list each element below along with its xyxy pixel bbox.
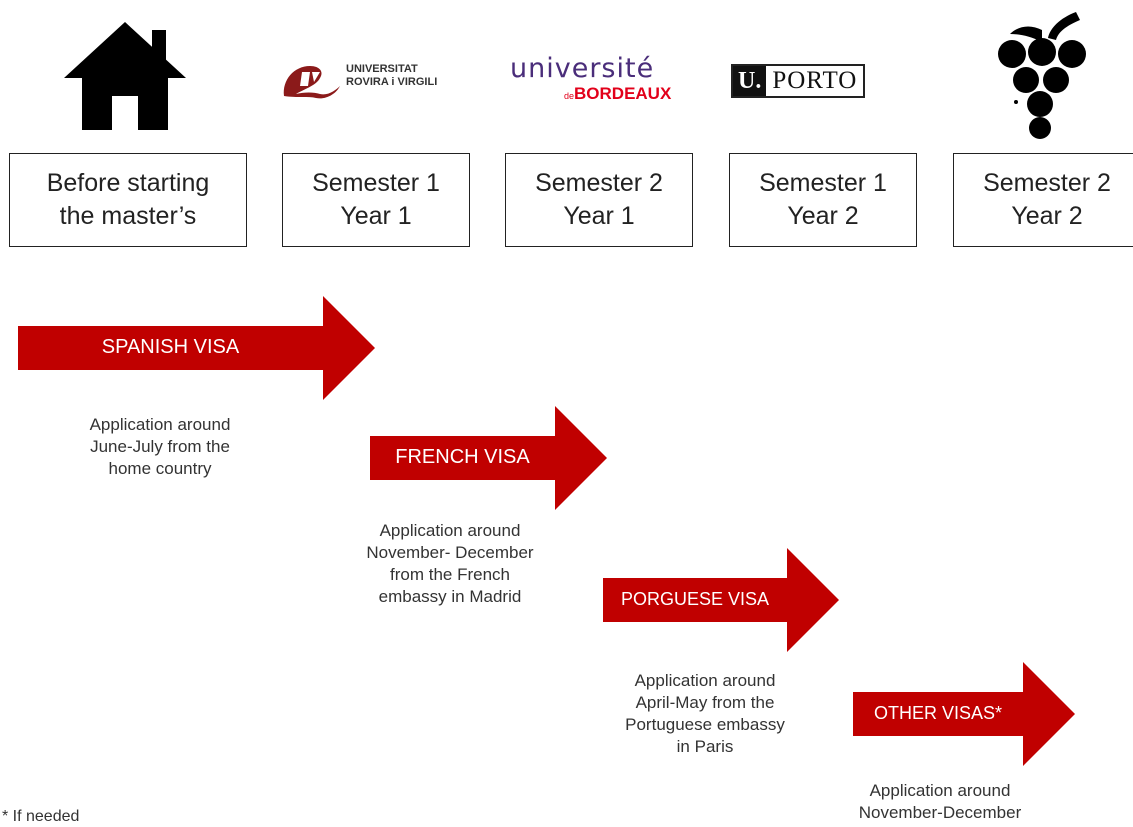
- bordeaux-line2: BORDEAUX: [574, 84, 672, 103]
- urv-logo: UNIVERSITAT ROVIRA i VIRGILI: [280, 60, 450, 102]
- porto-logo: U. PORTO: [731, 64, 866, 98]
- stage-before-master: Before starting the master’s: [9, 153, 247, 247]
- spanish-visa-note: Application around June-July from the ho…: [50, 414, 270, 480]
- french-visa-label: FRENCH VISA: [395, 446, 530, 468]
- grape-icon: [990, 8, 1100, 140]
- stage-line1: Semester 2: [535, 169, 663, 197]
- note-line: November- December: [366, 543, 534, 562]
- note-line: Application around: [379, 521, 521, 540]
- french-visa-note: Application around November- December fr…: [330, 520, 570, 608]
- urv-line1: UNIVERSITAT: [346, 63, 418, 75]
- other-visas-note: Application around November-December: [830, 780, 1050, 824]
- bordeaux-logo: université deBORDEAUX: [510, 55, 700, 111]
- note-line: Application around: [869, 781, 1011, 800]
- stage-s1-y1: Semester 1 Year 1: [282, 153, 470, 247]
- stage-line2: Year 2: [787, 202, 859, 230]
- stage-line1: Semester 1: [759, 169, 887, 197]
- stage-line2: Year 2: [1011, 202, 1083, 230]
- portuguese-visa-note: Application around April-May from the Po…: [595, 670, 815, 758]
- note-line: Portuguese embassy: [625, 715, 785, 734]
- note-line: April-May from the: [635, 693, 775, 712]
- other-visas-label: OTHER VISAS*: [873, 703, 1003, 723]
- stage-line2: Year 1: [340, 202, 412, 230]
- stage-s2-y2: Semester 2 Year 2: [953, 153, 1133, 247]
- footnote: * If needed: [2, 808, 80, 825]
- porto-name: PORTO: [772, 67, 858, 94]
- french-visa-arrow: FRENCH VISA: [370, 406, 607, 510]
- note-line: June-July from the: [90, 437, 230, 456]
- stage-s1-y2: Semester 1 Year 2: [729, 153, 917, 247]
- portuguese-visa-label: PORGUESE VISA: [620, 589, 770, 609]
- other-visas-arrow: OTHER VISAS*: [853, 662, 1075, 766]
- stage-line1: Semester 2: [983, 169, 1111, 197]
- porto-u: U.: [733, 66, 767, 96]
- note-line: Application around: [89, 415, 231, 434]
- urv-line2: ROVIRA i VIRGILI: [346, 76, 438, 88]
- bordeaux-prefix: de: [564, 91, 575, 101]
- stage-line2: the master’s: [59, 202, 197, 230]
- note-line: Application around: [634, 671, 776, 690]
- note-line: in Paris: [676, 737, 734, 756]
- stage-line1: Before starting: [46, 169, 210, 197]
- stage-line1: Semester 1: [312, 169, 440, 197]
- stage-line2: Year 1: [563, 202, 635, 230]
- note-line: November-December: [858, 803, 1022, 822]
- portuguese-visa-arrow: PORGUESE VISA: [603, 548, 839, 652]
- spanish-visa-label: SPANISH VISA: [101, 336, 240, 358]
- bordeaux-line1: université: [510, 53, 655, 84]
- stage-s2-y1: Semester 2 Year 1: [505, 153, 693, 247]
- note-line: embassy in Madrid: [378, 587, 522, 606]
- note-line: home country: [108, 459, 212, 478]
- spanish-visa-arrow: SPANISH VISA: [18, 296, 375, 400]
- note-line: from the French: [390, 565, 510, 584]
- house-icon: [62, 20, 188, 132]
